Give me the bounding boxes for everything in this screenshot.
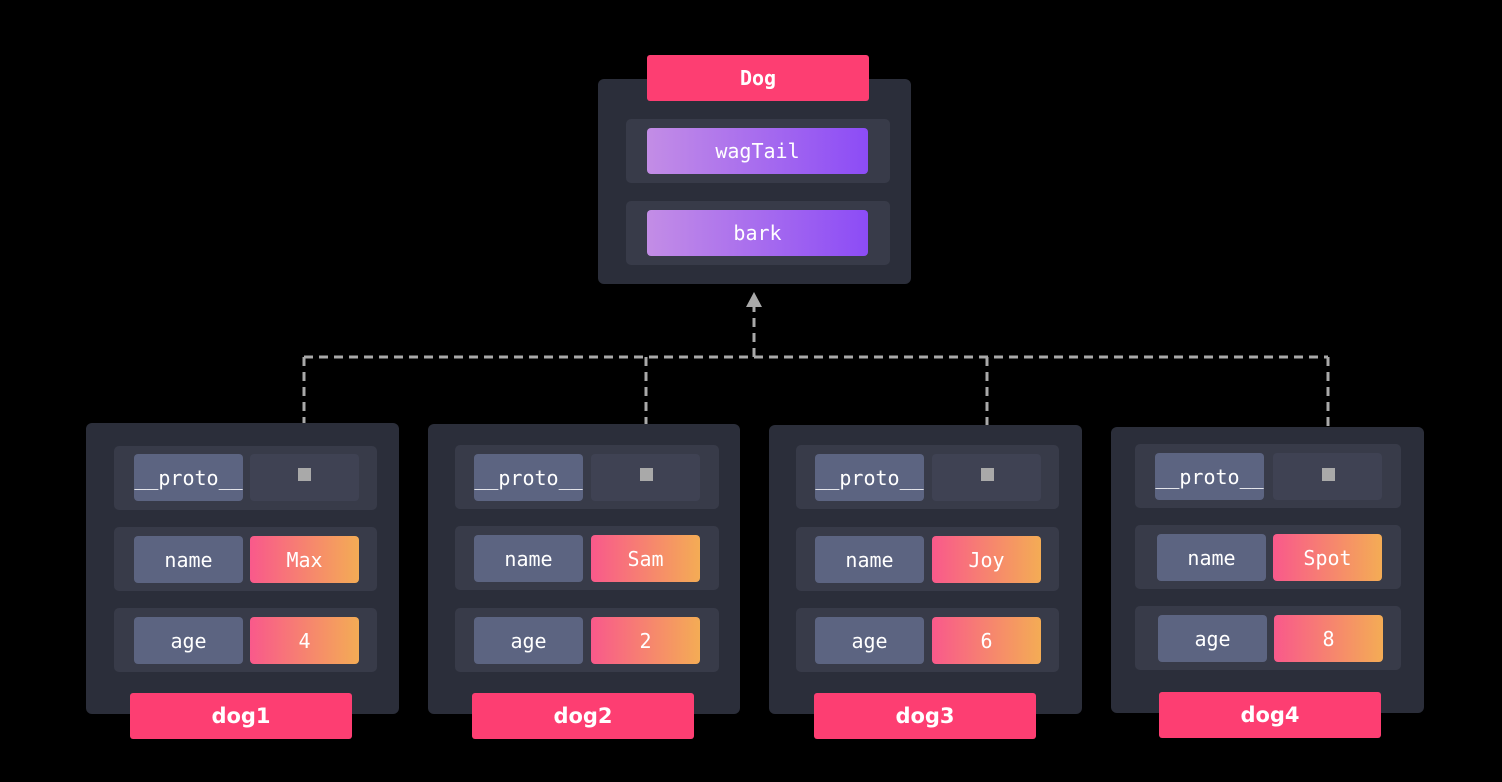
age-key-chip: age: [134, 617, 243, 664]
pointer-dot-icon: [640, 468, 653, 481]
proto-key-chip: __proto__: [474, 454, 583, 501]
name-value-chip: Sam: [591, 535, 700, 582]
age-key-chip: age: [1158, 615, 1267, 662]
age-value-chip: 8: [1274, 615, 1383, 662]
name-value-chip: Joy: [932, 536, 1041, 583]
proto-key-chip: __proto__: [815, 454, 924, 501]
name-key-chip: name: [815, 536, 924, 583]
age-row: age 8: [1135, 606, 1401, 670]
instance-panel-dog4: __proto__ name Spot age 8: [1111, 427, 1424, 713]
instance-label-dog3: dog3: [814, 693, 1036, 739]
name-row: name Joy: [796, 527, 1059, 591]
proto-key-chip: __proto__: [134, 454, 243, 501]
age-key-chip: age: [815, 617, 924, 664]
instance-label-dog4: dog4: [1159, 692, 1381, 738]
name-row: name Max: [114, 527, 377, 591]
age-value-chip: 6: [932, 617, 1041, 664]
name-row: name Spot: [1135, 525, 1401, 589]
method-chip-bark: bark: [647, 210, 868, 256]
method-row-bark: bark: [626, 201, 890, 265]
prototype-panel: wagTail bark: [598, 79, 911, 284]
instance-panel-dog3: __proto__ name Joy age 6: [769, 425, 1082, 714]
age-row: age 6: [796, 608, 1059, 672]
instance-panel-dog2: __proto__ name Sam age 2: [428, 424, 740, 714]
name-key-chip: name: [1157, 534, 1266, 581]
method-row-wagtail: wagTail: [626, 119, 890, 183]
proto-row: __proto__: [114, 446, 377, 510]
proto-row: __proto__: [796, 445, 1059, 509]
age-row: age 2: [455, 608, 719, 672]
pointer-dot-icon: [1322, 468, 1335, 481]
pointer-dot-icon: [981, 468, 994, 481]
instance-panel-dog1: __proto__ name Max age 4: [86, 423, 399, 714]
name-row: name Sam: [455, 526, 719, 590]
prototype-title: Dog: [647, 55, 869, 101]
age-value-chip: 4: [250, 617, 359, 664]
name-value-chip: Spot: [1273, 534, 1382, 581]
instance-label-dog1: dog1: [130, 693, 352, 739]
proto-row: __proto__: [1135, 444, 1401, 508]
name-value-chip: Max: [250, 536, 359, 583]
age-key-chip: age: [474, 617, 583, 664]
instance-label-dog2: dog2: [472, 693, 694, 739]
name-key-chip: name: [134, 536, 243, 583]
method-chip-wagtail: wagTail: [647, 128, 868, 174]
name-key-chip: name: [474, 535, 583, 582]
proto-key-chip: __proto__: [1155, 453, 1264, 500]
age-row: age 4: [114, 608, 377, 672]
proto-row: __proto__: [455, 445, 719, 509]
age-value-chip: 2: [591, 617, 700, 664]
pointer-dot-icon: [298, 468, 311, 481]
arrowhead-icon: [746, 292, 762, 307]
